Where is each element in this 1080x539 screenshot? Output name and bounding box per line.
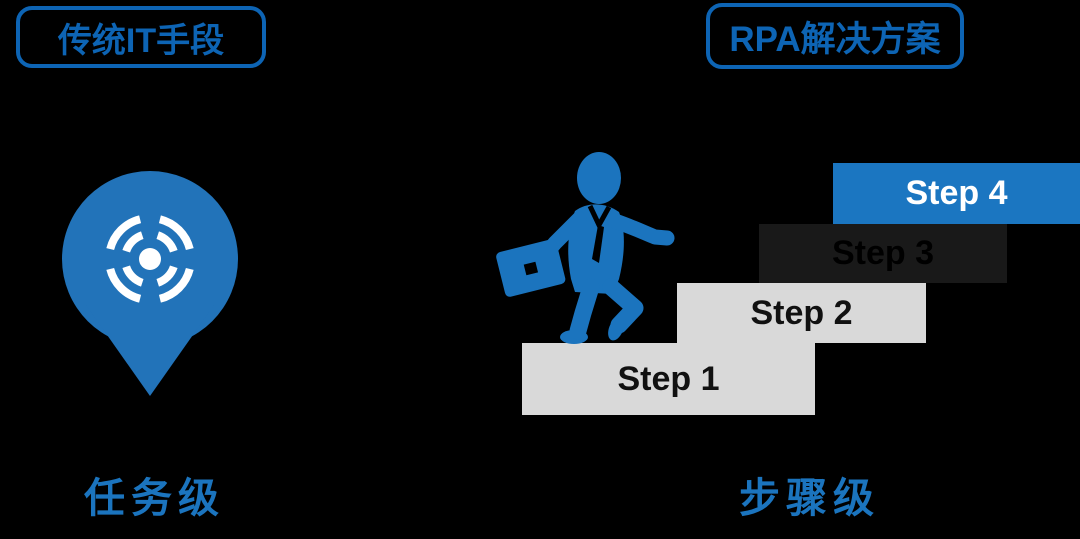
target-outer-ring (106, 215, 194, 303)
pin-tail (86, 305, 214, 396)
person-head (577, 152, 621, 204)
step-4-label: Step 4 (905, 174, 1008, 212)
briefcase-icon (496, 239, 566, 297)
step-bar-3: Step 3 (759, 224, 1007, 283)
target-icon (106, 215, 194, 303)
traditional-it-title-box: 传统IT手段 (16, 6, 266, 68)
traditional-it-title-text: 传统IT手段 (57, 21, 225, 60)
step-3-label: Step 3 (831, 234, 935, 272)
person-rear-leg (569, 278, 600, 340)
briefcase-clasp (523, 261, 539, 276)
target-center-dot (139, 248, 161, 270)
person-tie (592, 225, 604, 263)
task-level-label: 任务级 (84, 464, 225, 524)
step-level-text: 步骤级 (739, 475, 880, 521)
target-inner-ring (122, 231, 178, 287)
person-front-arm (607, 213, 675, 246)
step-bar-2: Step 2 (677, 283, 926, 343)
rpa-solution-title-text: RPA解决方案 (729, 19, 941, 59)
step-2-label: Step 2 (750, 293, 853, 332)
task-level-text: 任务级 (84, 475, 225, 521)
person-collar (587, 204, 612, 231)
step-bar-4: Step 4 (833, 163, 1080, 224)
person-front-leg (602, 278, 644, 334)
map-pin-icon (62, 171, 238, 396)
step-level-label: 步骤级 (739, 464, 880, 524)
businessman-climbing-stairs-icon (496, 152, 675, 344)
step-1-label: Step 1 (617, 359, 720, 398)
rpa-solution-title-box: RPA解决方案 (706, 3, 964, 69)
step-bar-1: Step 1 (522, 343, 815, 415)
